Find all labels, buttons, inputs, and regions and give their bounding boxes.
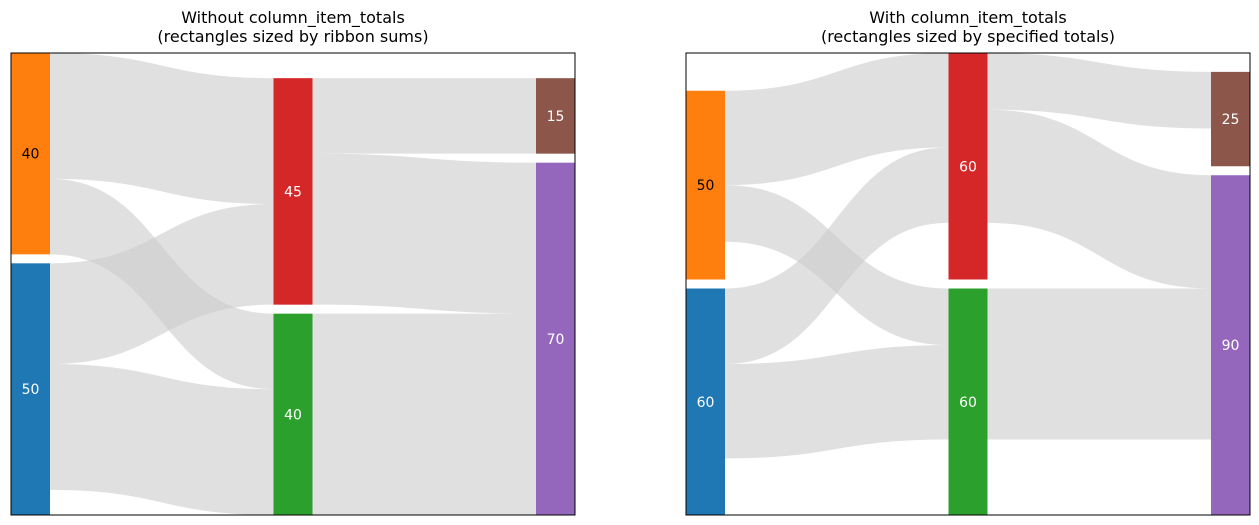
chart-panel-2: With column_item_totals(rectangles sized… xyxy=(685,8,1251,516)
ribbon-D-F xyxy=(987,288,1211,440)
node-rect-B xyxy=(686,288,725,515)
node-value-label-F: 90 xyxy=(1222,338,1240,354)
node-value-label-E: 25 xyxy=(1222,112,1240,128)
chart-panel-1: Without column_item_totals(rectangles si… xyxy=(10,8,576,516)
node-rect-A xyxy=(11,53,50,255)
node-rect-E xyxy=(1211,71,1250,167)
ribbon-D-F xyxy=(312,313,536,515)
axes-frame xyxy=(685,52,1251,516)
ribbon-B-D xyxy=(725,345,949,459)
node-value-label-A: 40 xyxy=(22,147,40,163)
ribbon-A-C xyxy=(50,53,274,204)
ribbon-C-E xyxy=(987,53,1211,129)
ribbon-B-D xyxy=(50,364,274,515)
ribbon-C-E xyxy=(312,78,536,154)
node-value-label-C: 60 xyxy=(959,159,977,175)
node-rect-C xyxy=(273,78,313,305)
node-value-label-B: 50 xyxy=(22,382,40,398)
node-value-label-C: 45 xyxy=(284,184,302,200)
node-value-label-F: 70 xyxy=(547,332,565,348)
node-rect-B xyxy=(11,263,50,515)
node-value-label-D: 60 xyxy=(959,395,977,411)
axes-frame xyxy=(10,52,576,516)
node-value-label-B: 60 xyxy=(697,395,715,411)
node-rect-D xyxy=(273,313,313,515)
node-value-label-E: 15 xyxy=(547,109,565,125)
node-rect-A xyxy=(686,90,725,280)
ribbon-B-C xyxy=(725,147,949,364)
ribbons xyxy=(725,53,1211,459)
node-rect-F xyxy=(1211,175,1250,515)
node-rect-F xyxy=(536,162,575,515)
node-rect-E xyxy=(536,78,575,154)
node-rect-D xyxy=(948,288,988,515)
ribbon-C-F xyxy=(312,153,536,314)
node-rect-C xyxy=(948,53,988,280)
chart-title: Without column_item_totals(rectangles si… xyxy=(157,8,428,46)
ribbon-C-F xyxy=(987,109,1211,289)
ribbons xyxy=(50,53,536,515)
ribbon-B-C xyxy=(50,204,274,364)
node-value-label-D: 40 xyxy=(284,407,302,423)
ribbon-A-C xyxy=(725,53,949,186)
node-value-label-A: 50 xyxy=(697,178,715,194)
chart-title: With column_item_totals(rectangles sized… xyxy=(821,8,1115,46)
